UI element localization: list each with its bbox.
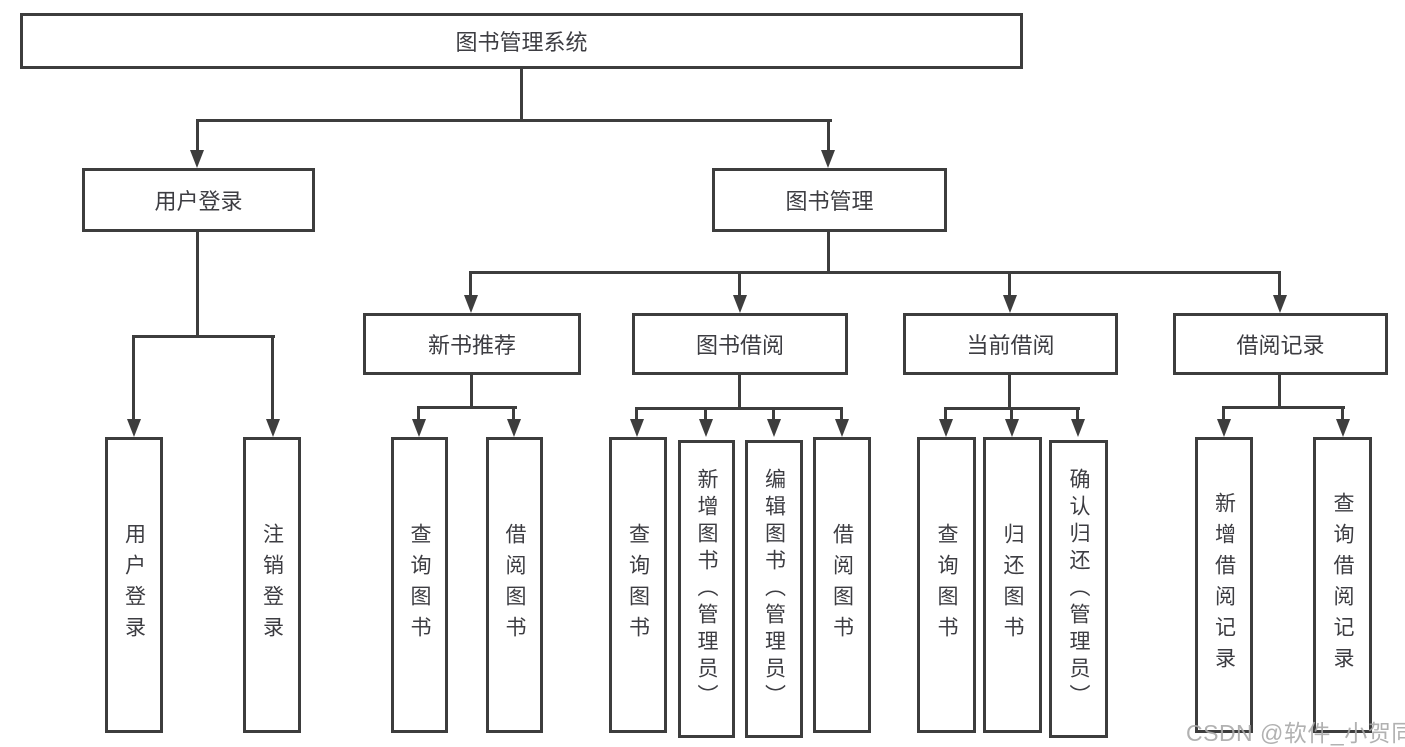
connector-user-login-stem [196,232,199,337]
leaf-query-books-current: 查询图书 [917,437,976,733]
node-borrow-records: 借阅记录 [1173,313,1388,375]
arrowhead-add-books-admin [699,419,713,437]
node-current-borrowing: 当前借阅 [903,313,1118,375]
connector-drop-query-books-recommend [417,406,420,421]
connector-drop-add-books-admin [704,407,707,421]
leaf-query-borrow-record: 查询借阅记录 [1313,437,1372,733]
leaf-add-books-admin: 新增图书（管理员） [678,440,735,738]
arrowhead-new-book-recommend [464,295,478,313]
arrowhead-leaf-user-login [127,419,141,437]
leaf-add-borrow-record: 新增借阅记录 [1195,437,1253,733]
arrowhead-edit-books-admin [767,419,781,437]
node-book-borrowing: 图书借阅 [632,313,848,375]
arrowhead-book-management [821,150,835,168]
node-book-management: 图书管理 [712,168,947,232]
arrowhead-book-borrowing [733,295,747,313]
connector-new-book-recommend-bar [417,406,517,409]
connector-drop-current-borrowing [1008,271,1011,297]
connector-drop-book-borrowing [738,271,741,297]
csdn-watermark: CSDN @软件_小贺同学 [1186,720,1405,746]
connector-drop-add-borrow-record [1222,406,1225,421]
connector-borrow-records-bar [1222,406,1345,409]
connector-drop-borrow-books-recommend [512,406,515,421]
connector-drop-confirm-return-admin [1076,407,1079,421]
connector-user-login-bar [132,335,275,338]
leaf-borrow-books-borrowing: 借阅图书 [813,437,871,733]
connector-drop-query-borrow-record [1341,406,1344,421]
connector-book-management-stem [827,232,830,274]
node-library-management-system: 图书管理系统 [20,13,1023,69]
connector-drop-query-books-current [944,407,947,421]
leaf-user-login: 用户登录 [105,437,163,733]
arrowhead-return-books [1005,419,1019,437]
leaf-logout-login: 注销登录 [243,437,301,733]
node-new-book-recommend: 新书推荐 [363,313,581,375]
leaf-edit-books-admin: 编辑图书（管理员） [745,440,803,738]
arrowhead-borrow-records [1273,295,1287,313]
arrowhead-borrow-books-borrowing [835,419,849,437]
connector-drop-book-management [827,119,830,152]
arrowhead-confirm-return-admin [1071,419,1085,437]
connector-drop-return-books [1010,407,1013,421]
arrowhead-leaf-logout [266,419,280,437]
connector-drop-edit-books-admin [772,407,775,421]
connector-new-book-recommend-stem [470,375,473,408]
connector-root-bar [196,119,832,122]
leaf-query-books-borrowing: 查询图书 [609,437,667,733]
leaf-borrow-books-recommend: 借阅图书 [486,437,543,733]
connector-book-borrowing-bar [635,407,843,410]
arrowhead-query-books-recommend [412,419,426,437]
leaf-query-books-recommend: 查询图书 [391,437,448,733]
connector-borrow-records-stem [1278,375,1281,408]
connector-drop-query-books-borrowing [635,407,638,421]
connector-drop-leaf-user-login [132,335,135,421]
leaf-confirm-return-admin: 确认归还（管理员） [1049,440,1108,738]
connector-drop-borrow-records [1278,271,1281,297]
connector-drop-user-login [196,119,199,152]
connector-book-borrowing-stem [738,375,741,409]
arrowhead-current-borrowing [1003,295,1017,313]
arrowhead-borrow-books-recommend [507,419,521,437]
arrowhead-add-borrow-record [1217,419,1231,437]
arrowhead-query-borrow-record [1336,419,1350,437]
connector-drop-new-book-recommend [469,271,472,297]
node-user-login: 用户登录 [82,168,315,232]
arrowhead-query-books-borrowing [630,419,644,437]
leaf-return-books: 归还图书 [983,437,1042,733]
connector-drop-leaf-logout [271,335,274,421]
arrowhead-user-login [190,150,204,168]
connector-current-borrowing-stem [1008,375,1011,409]
connector-root-stem [520,68,523,121]
connector-drop-borrow-books-borrowing [840,407,843,421]
connector-book-management-bar [469,271,1281,274]
arrowhead-query-books-current [939,419,953,437]
